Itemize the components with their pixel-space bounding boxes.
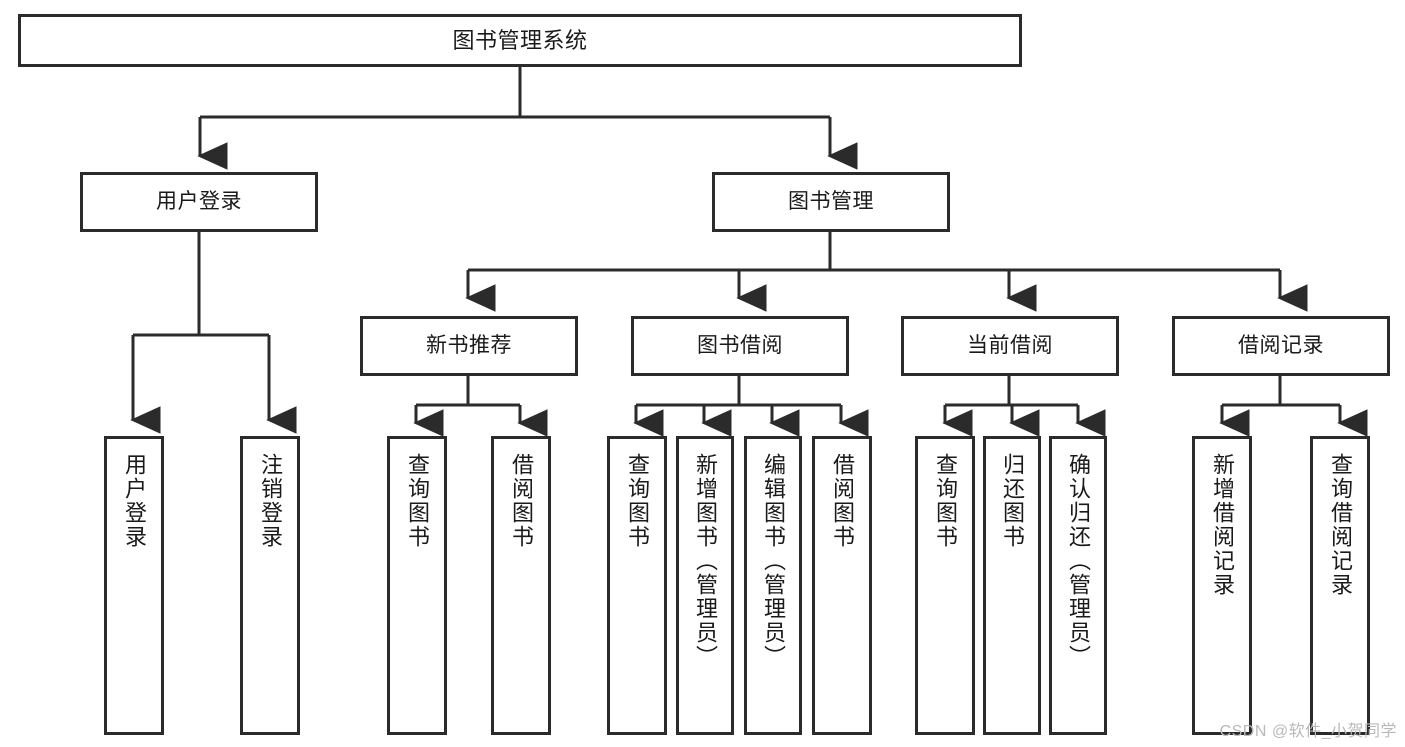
leaf-current-query-book-label: 查询图书 [932, 453, 958, 549]
node-root-system[interactable]: 图书管理系统 [18, 14, 1022, 67]
leaf-current-return-book[interactable]: 归还图书 [983, 436, 1041, 735]
leaf-user-login-signin-label: 用户登录 [121, 453, 147, 549]
leaf-new-book-query[interactable]: 查询图书 [387, 436, 447, 735]
leaf-borrow-query-book[interactable]: 查询图书 [607, 436, 667, 735]
leaf-records-add-record[interactable]: 新增借阅记录 [1192, 436, 1252, 735]
leaf-user-login-signout[interactable]: 注销登录 [240, 436, 300, 735]
node-root-system-label: 图书管理系统 [452, 27, 588, 53]
leaf-borrow-add-book-admin[interactable]: 新增图书（管理员） [676, 436, 734, 735]
node-borrow-records-label: 借阅记录 [1238, 333, 1324, 357]
leaf-new-book-query-label: 查询图书 [404, 453, 430, 549]
leaf-borrow-edit-book-admin-label: 编辑图书（管理员） [760, 453, 786, 669]
leaf-borrow-add-book-admin-label: 新增图书（管理员） [692, 453, 718, 669]
leaf-borrow-query-book-label: 查询图书 [624, 453, 650, 549]
leaf-records-add-record-label: 新增借阅记录 [1209, 453, 1235, 597]
leaf-current-query-book[interactable]: 查询图书 [915, 436, 975, 735]
leaf-current-return-book-label: 归还图书 [999, 453, 1025, 549]
leaf-borrow-borrow-book[interactable]: 借阅图书 [812, 436, 872, 735]
node-borrow-records[interactable]: 借阅记录 [1172, 316, 1390, 376]
node-book-borrow[interactable]: 图书借阅 [631, 316, 849, 376]
leaf-current-confirm-return-admin-label: 确认归还（管理员） [1065, 453, 1091, 669]
node-new-book-recommend-label: 新书推荐 [426, 333, 512, 357]
node-book-management-label: 图书管理 [788, 189, 874, 213]
leaf-new-book-borrow[interactable]: 借阅图书 [491, 436, 551, 735]
leaf-borrow-edit-book-admin[interactable]: 编辑图书（管理员） [744, 436, 802, 735]
leaf-new-book-borrow-label: 借阅图书 [508, 453, 534, 549]
leaf-borrow-borrow-book-label: 借阅图书 [829, 453, 855, 549]
node-current-borrow-label: 当前借阅 [967, 333, 1053, 357]
node-book-borrow-label: 图书借阅 [697, 333, 783, 357]
leaf-current-confirm-return-admin[interactable]: 确认归还（管理员） [1049, 436, 1107, 735]
node-user-login[interactable]: 用户登录 [80, 172, 318, 232]
node-user-login-label: 用户登录 [156, 189, 242, 213]
leaf-user-login-signin[interactable]: 用户登录 [104, 436, 164, 735]
node-new-book-recommend[interactable]: 新书推荐 [360, 316, 578, 376]
node-current-borrow[interactable]: 当前借阅 [901, 316, 1119, 376]
node-book-management[interactable]: 图书管理 [712, 172, 950, 232]
leaf-records-query-record-label: 查询借阅记录 [1327, 453, 1353, 597]
leaf-user-login-signout-label: 注销登录 [257, 453, 283, 549]
leaf-records-query-record[interactable]: 查询借阅记录 [1310, 436, 1370, 735]
